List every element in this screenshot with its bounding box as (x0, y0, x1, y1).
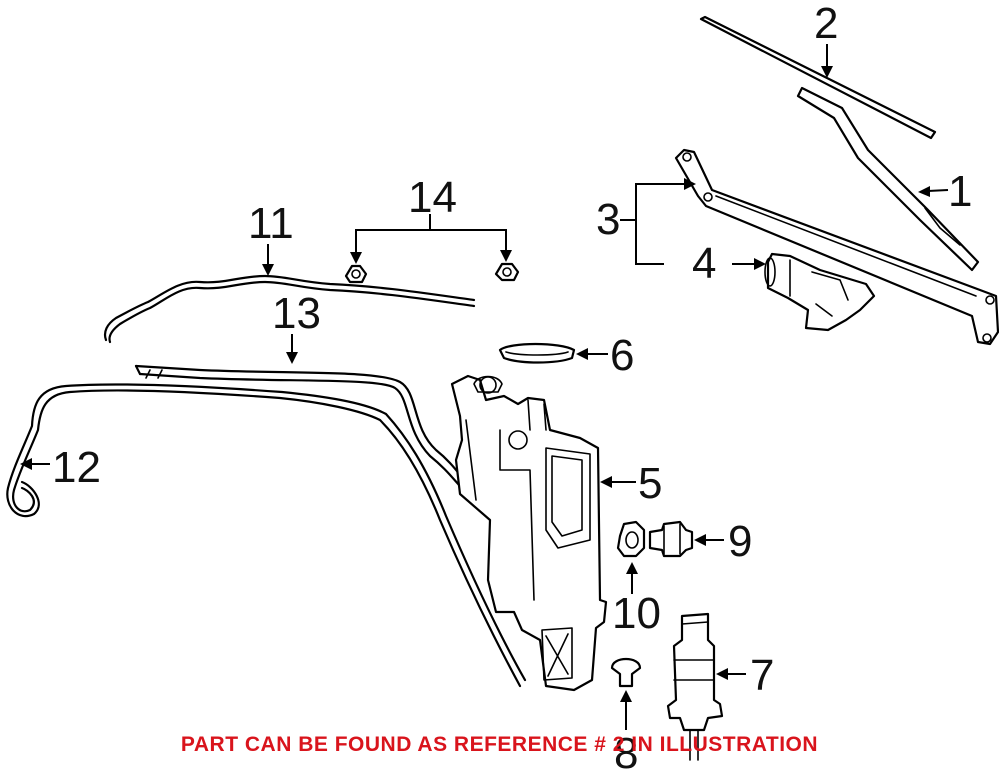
part-7-washer-pump (666, 612, 724, 761)
callout-6: 6 (610, 331, 634, 380)
callout-2: 2 (814, 0, 838, 48)
callout-5: 5 (638, 459, 662, 508)
part-13-hose (134, 364, 476, 498)
part-9-grommet (648, 520, 694, 558)
part-3-wiper-linkage (674, 148, 999, 346)
part-8-push-pin (610, 657, 642, 688)
part-4-wiper-motor (764, 252, 876, 332)
callout-4: 4 (692, 239, 716, 288)
callout-12: 12 (52, 443, 101, 492)
callout-11: 11 (248, 199, 294, 248)
callout-8: 8 (614, 729, 638, 769)
part-5-washer-reservoir (450, 374, 608, 692)
callout-10: 10 (612, 589, 661, 638)
callout-14: 14 (408, 173, 457, 222)
callout-1: 1 (948, 167, 972, 216)
part-2-wiper-blade (699, 15, 937, 140)
reference-caption: PART CAN BE FOUND AS REFERENCE # 2 IN IL… (180, 733, 819, 756)
callout-7: 7 (750, 651, 774, 700)
leader-lines (20, 44, 949, 730)
part-11-hose (103, 274, 476, 344)
part-6-reservoir-cap (498, 342, 576, 364)
callout-numbers: 1 2 3 4 5 6 7 8 9 10 11 12 13 14 (52, 0, 972, 769)
part-1-wiper-arm (796, 86, 980, 272)
part-12-hose (6, 383, 527, 688)
part-10-nut (616, 520, 646, 558)
callout-9: 9 (728, 517, 752, 566)
callout-3: 3 (596, 195, 620, 244)
callout-13: 13 (272, 289, 321, 338)
part-14-hose-clips (344, 262, 520, 284)
